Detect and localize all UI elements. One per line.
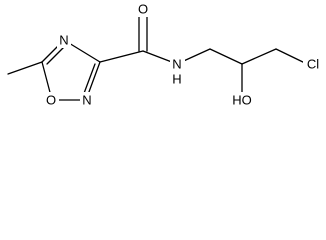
atom-o-ring: O <box>46 93 56 108</box>
atom-o-carbonyl: O <box>138 2 148 17</box>
bond-c3-carbonyl <box>99 50 144 63</box>
bond-ch-ch2cl <box>241 48 277 65</box>
bond-ch2-choh <box>209 48 243 65</box>
atom-labels: O N N O N H HO Cl <box>44 2 323 108</box>
atom-hydroxyl: HO <box>232 93 252 108</box>
atom-n-amide: N <box>172 57 181 72</box>
bond-c3-n2-double <box>82 63 96 97</box>
bond-c5-n4-double <box>46 44 67 65</box>
atom-n-ring-top: N <box>59 33 68 48</box>
atom-n-ring-bottom: N <box>82 93 91 108</box>
atom-chlorine: Cl <box>307 57 319 72</box>
bond-ch2-cl <box>275 48 308 65</box>
atom-h-amide: H <box>172 72 181 87</box>
bond-methyl-c5 <box>7 61 43 75</box>
bonds <box>7 11 308 101</box>
chemical-structure: O N N O N H HO Cl <box>7 1 323 108</box>
